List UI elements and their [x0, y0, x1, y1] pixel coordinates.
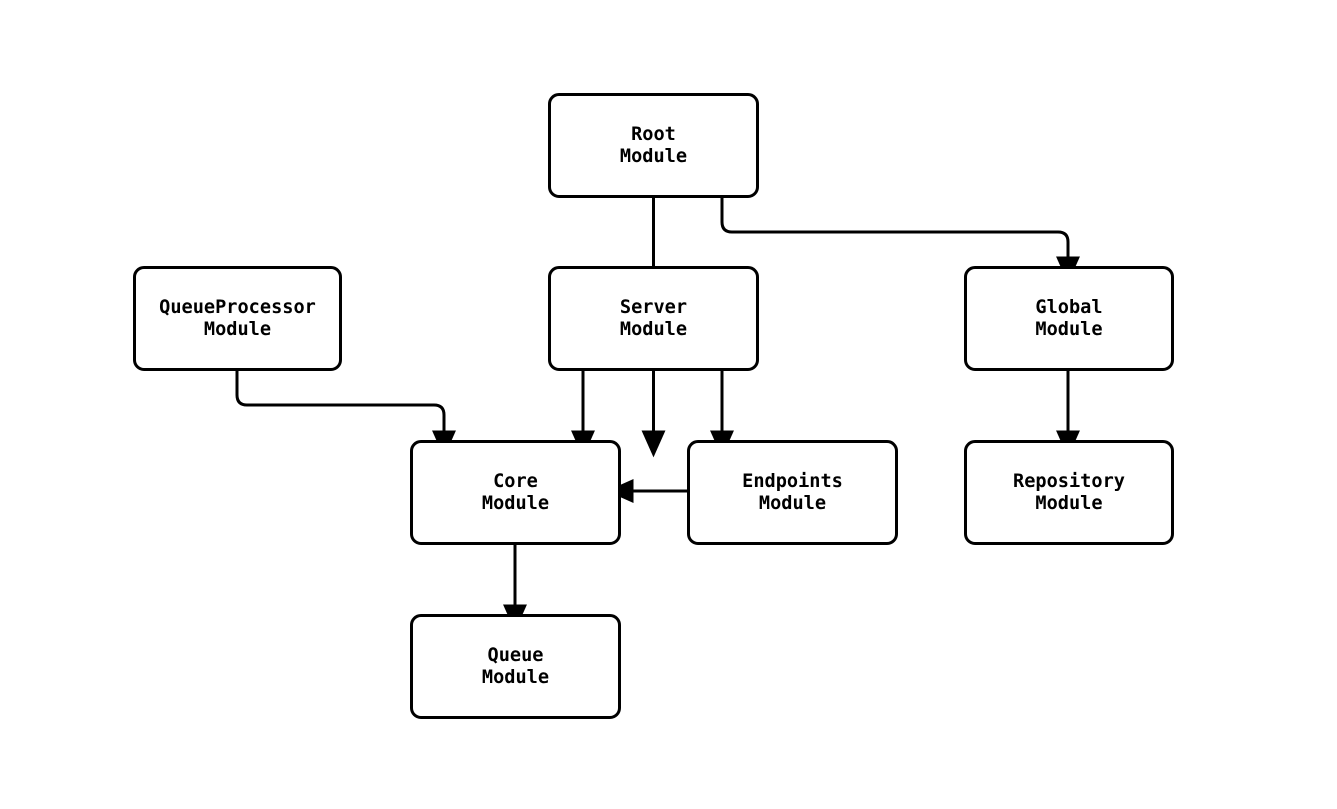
edge-queueprocessor-to-core	[235, 371, 456, 458]
node-server-module[interactable]: Server Module	[548, 266, 759, 371]
node-root-module[interactable]: Root Module	[548, 93, 759, 198]
node-repository-module[interactable]: Repository Module	[964, 440, 1174, 545]
node-server-module-label: Server Module	[619, 296, 688, 340]
node-queue-module-label: Queue Module	[481, 644, 550, 688]
node-core-module[interactable]: Core Module	[410, 440, 621, 545]
node-repository-module-label: Repository Module	[1013, 470, 1125, 514]
node-endpoints-module-label: Endpoints Module	[742, 470, 843, 514]
node-root-module-label: Root Module	[619, 123, 688, 167]
node-queue-module[interactable]: Queue Module	[410, 614, 621, 719]
node-global-module-label: Global Module	[1035, 296, 1103, 340]
edge-root-to-global	[720, 198, 1080, 284]
node-endpoints-module[interactable]: Endpoints Module	[687, 440, 898, 545]
node-queueprocessor-module-label: QueueProcessor Module	[159, 296, 316, 340]
node-global-module[interactable]: Global Module	[964, 266, 1174, 371]
node-core-module-label: Core Module	[481, 470, 550, 514]
node-queueprocessor-module[interactable]: QueueProcessor Module	[133, 266, 342, 371]
edge-group	[235, 198, 1080, 632]
